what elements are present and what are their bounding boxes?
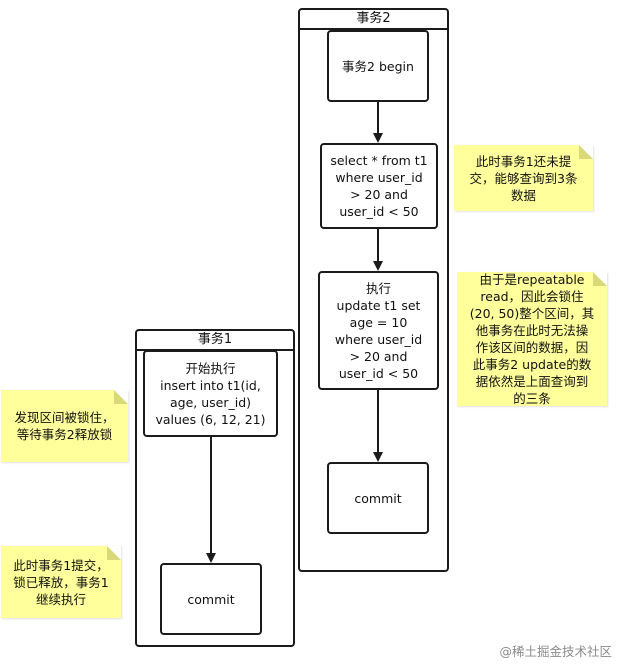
tx2-select-box: select * from t1 where user_id > 20 and … bbox=[320, 143, 438, 229]
note-locked: 发现区间被锁住， 等待事务2释放锁 bbox=[1, 390, 128, 462]
tx2-update-box: 执行 update t1 set age = 10 where user_id … bbox=[318, 271, 439, 390]
tx1-lane-title: 事务1 bbox=[197, 332, 233, 347]
note-released-text: 此时事务1提交， 锁已释放，事务1 继续执行 bbox=[13, 557, 109, 607]
note-corner-fold bbox=[593, 272, 607, 286]
tx1-commit-box: commit bbox=[160, 563, 262, 635]
note-select-text: 此时事务1还未提 交，能够查询到3条 数据 bbox=[469, 153, 578, 203]
note-corner-fold bbox=[579, 145, 593, 159]
tx2-commit-text: commit bbox=[354, 490, 402, 506]
note-select: 此时事务1还未提 交，能够查询到3条 数据 bbox=[454, 145, 593, 211]
tx1-commit-text: commit bbox=[187, 591, 235, 607]
note-locked-text: 发现区间被锁住， 等待事务2释放锁 bbox=[14, 410, 115, 442]
note-update-text: 由于是repeatable read，因此会锁住 (20, 50)整个区间，其 … bbox=[469, 272, 595, 406]
tx2-commit-box: commit bbox=[327, 462, 429, 534]
tx2-lane-divider bbox=[300, 28, 447, 30]
tx2-lane-title: 事务2 bbox=[356, 11, 391, 26]
note-corner-fold bbox=[114, 390, 128, 404]
watermark: @稀土掘金技术社区 bbox=[499, 644, 612, 659]
tx2-select-text: select * from t1 where user_id > 20 and … bbox=[330, 153, 428, 219]
tx2-begin-box: 事务2 begin bbox=[327, 30, 429, 102]
note-released: 此时事务1提交， 锁已释放，事务1 继续执行 bbox=[1, 546, 121, 618]
tx1-insert-text: 开始执行 insert into t1(id, age, user_id) va… bbox=[155, 360, 266, 427]
note-update: 由于是repeatable read，因此会锁住 (20, 50)整个区间，其 … bbox=[457, 272, 607, 406]
tx1-insert-box: 开始执行 insert into t1(id, age, user_id) va… bbox=[143, 350, 278, 437]
note-corner-fold bbox=[107, 546, 121, 560]
tx2-begin-text: 事务2 begin bbox=[342, 58, 414, 74]
tx2-update-text: 执行 update t1 set age = 10 where user_id … bbox=[334, 280, 423, 381]
